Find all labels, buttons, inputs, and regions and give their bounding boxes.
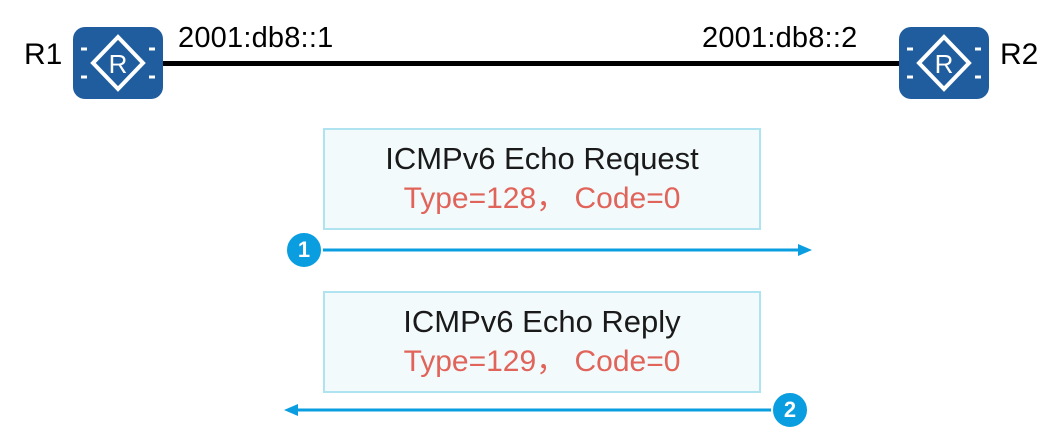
echo-request-box: ICMPv6 Echo Request Type=128， Code=0 xyxy=(323,128,761,230)
r2-label: R2 xyxy=(1000,38,1039,71)
r2-router-icon: R xyxy=(899,27,989,99)
echo-reply-type-code: Type=129， Code=0 xyxy=(403,345,681,378)
r1-router-icon: R xyxy=(73,27,163,99)
r2-address: 2001:db8::2 xyxy=(702,22,858,54)
router-glyph: R xyxy=(109,49,128,79)
r1-label: R1 xyxy=(24,38,63,71)
echo-reply-box: ICMPv6 Echo Reply Type=129， Code=0 xyxy=(323,291,761,393)
echo-reply-title: ICMPv6 Echo Reply xyxy=(403,304,681,339)
step-2-badge: 2 xyxy=(771,391,809,429)
router-glyph: R xyxy=(935,49,954,79)
router-icon: R xyxy=(81,34,155,92)
step-1-badge: 1 xyxy=(285,231,323,269)
echo-request-title: ICMPv6 Echo Request xyxy=(385,141,699,176)
router-icon: R xyxy=(907,34,981,92)
r1-address: 2001:db8::1 xyxy=(178,22,334,54)
link-line xyxy=(155,61,910,66)
echo-request-type-code: Type=128， Code=0 xyxy=(403,182,681,215)
